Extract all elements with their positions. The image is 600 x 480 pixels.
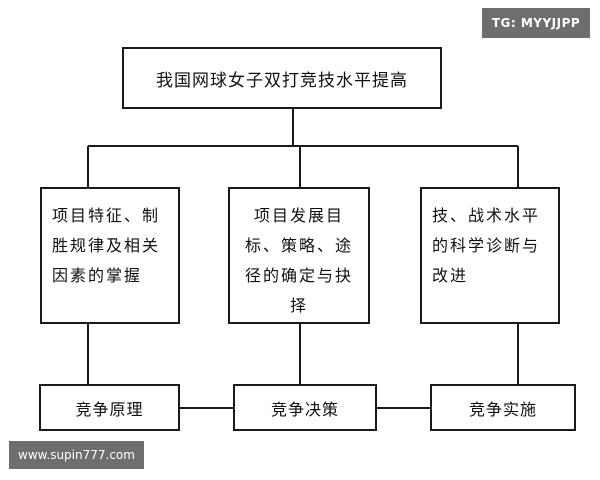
factor-text-right: 技、战术水平的科学诊断与改进 — [432, 206, 541, 285]
stage-box-left: 竞争原理 — [39, 384, 180, 431]
stage-text-right: 竞争实施 — [468, 399, 537, 419]
watermark-site: www.supin777.com — [9, 441, 144, 469]
stage-box-right: 竞争实施 — [430, 384, 576, 431]
factor-text-left: 项目特征、制胜规律及相关因素的掌握 — [52, 206, 161, 285]
factor-box-left: 项目特征、制胜规律及相关因素的掌握 — [40, 187, 180, 324]
stage-text-left: 竞争原理 — [75, 399, 144, 419]
factor-text-center: 项目发展目标、策略、途径的确定与抉择 — [244, 206, 353, 315]
stage-box-center: 竞争决策 — [233, 384, 377, 431]
top-goal-text: 我国网球女子双打竞技水平提高 — [156, 70, 408, 91]
top-goal-box: 我国网球女子双打竞技水平提高 — [122, 47, 442, 109]
stage-text-center: 竞争决策 — [270, 399, 339, 419]
watermark-tag: TG: MYYJJPP — [482, 8, 590, 38]
factor-box-right: 技、战术水平的科学诊断与改进 — [420, 187, 560, 324]
factor-box-center: 项目发展目标、策略、途径的确定与抉择 — [228, 187, 370, 324]
